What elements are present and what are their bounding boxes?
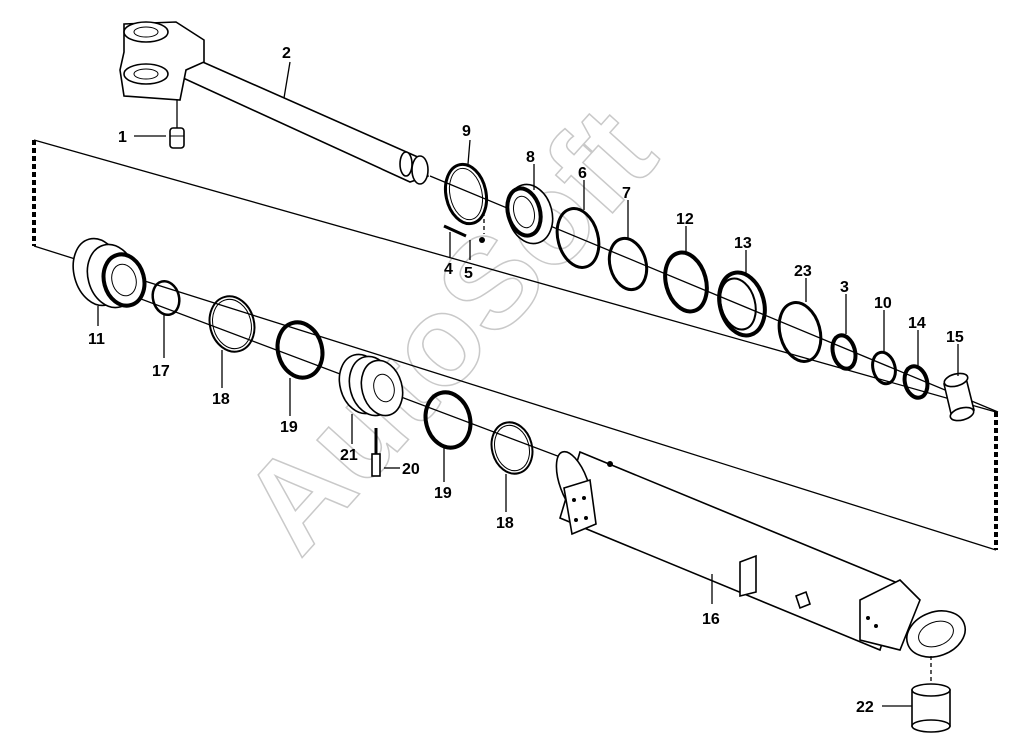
label-1: 1: [118, 129, 127, 146]
lock-pin: [443, 224, 485, 243]
bushing-22: [911, 656, 951, 733]
label-17: 17: [152, 363, 170, 380]
label-12: 12: [676, 211, 694, 228]
label-8: 8: [526, 149, 535, 166]
cylinder-head: [72, 237, 147, 309]
cylinder-barrel: [555, 450, 966, 658]
set-screw: [371, 428, 381, 477]
label-19-right: 19: [434, 485, 452, 502]
label-13: 13: [734, 235, 752, 252]
seal-3: [830, 333, 858, 371]
backup-ring-18-right: [490, 421, 534, 475]
label-7: 7: [622, 185, 631, 202]
label-22: 22: [856, 699, 874, 716]
label-18-left: 18: [212, 391, 230, 408]
seal-14: [902, 364, 930, 400]
label-14: 14: [908, 315, 926, 332]
seal-ring-19-left: [275, 320, 325, 380]
grease-nipple: [169, 100, 185, 149]
label-18-right: 18: [496, 515, 514, 532]
assembly-bracket: [32, 139, 998, 551]
o-ring-17: [151, 279, 181, 317]
label-11: 11: [88, 331, 105, 348]
label-4: 4: [444, 261, 453, 278]
label-5: 5: [464, 265, 473, 282]
seal-13: [717, 270, 767, 338]
gland-nut: [505, 183, 554, 245]
piston: [338, 353, 404, 417]
bushing-15: [943, 372, 975, 422]
label-6: 6: [578, 165, 587, 182]
label-9: 9: [462, 123, 471, 140]
wiper-ring-12: [663, 250, 709, 314]
label-19-left: 19: [280, 419, 298, 436]
label-2: 2: [282, 45, 291, 62]
label-10: 10: [874, 295, 892, 312]
leader-lines: [97, 61, 959, 707]
seal-ring-19-right: [423, 390, 473, 450]
label-20: 20: [402, 461, 420, 478]
ring-10: [871, 350, 897, 386]
o-ring-23: [777, 301, 823, 363]
label-23: 23: [794, 263, 812, 280]
label-21: 21: [340, 447, 358, 464]
part-labels: 1 2 9 8 6 7 12 13 23 3 10 14 15 4 5 11 1…: [88, 45, 964, 716]
label-16: 16: [702, 611, 720, 628]
snap-ring: [443, 162, 489, 226]
o-ring-7: [607, 236, 649, 292]
backup-ring-18-left: [208, 295, 256, 353]
label-15: 15: [946, 329, 964, 346]
label-3: 3: [840, 279, 849, 296]
piston-rod: [119, 21, 430, 185]
o-ring-6: [555, 207, 601, 269]
